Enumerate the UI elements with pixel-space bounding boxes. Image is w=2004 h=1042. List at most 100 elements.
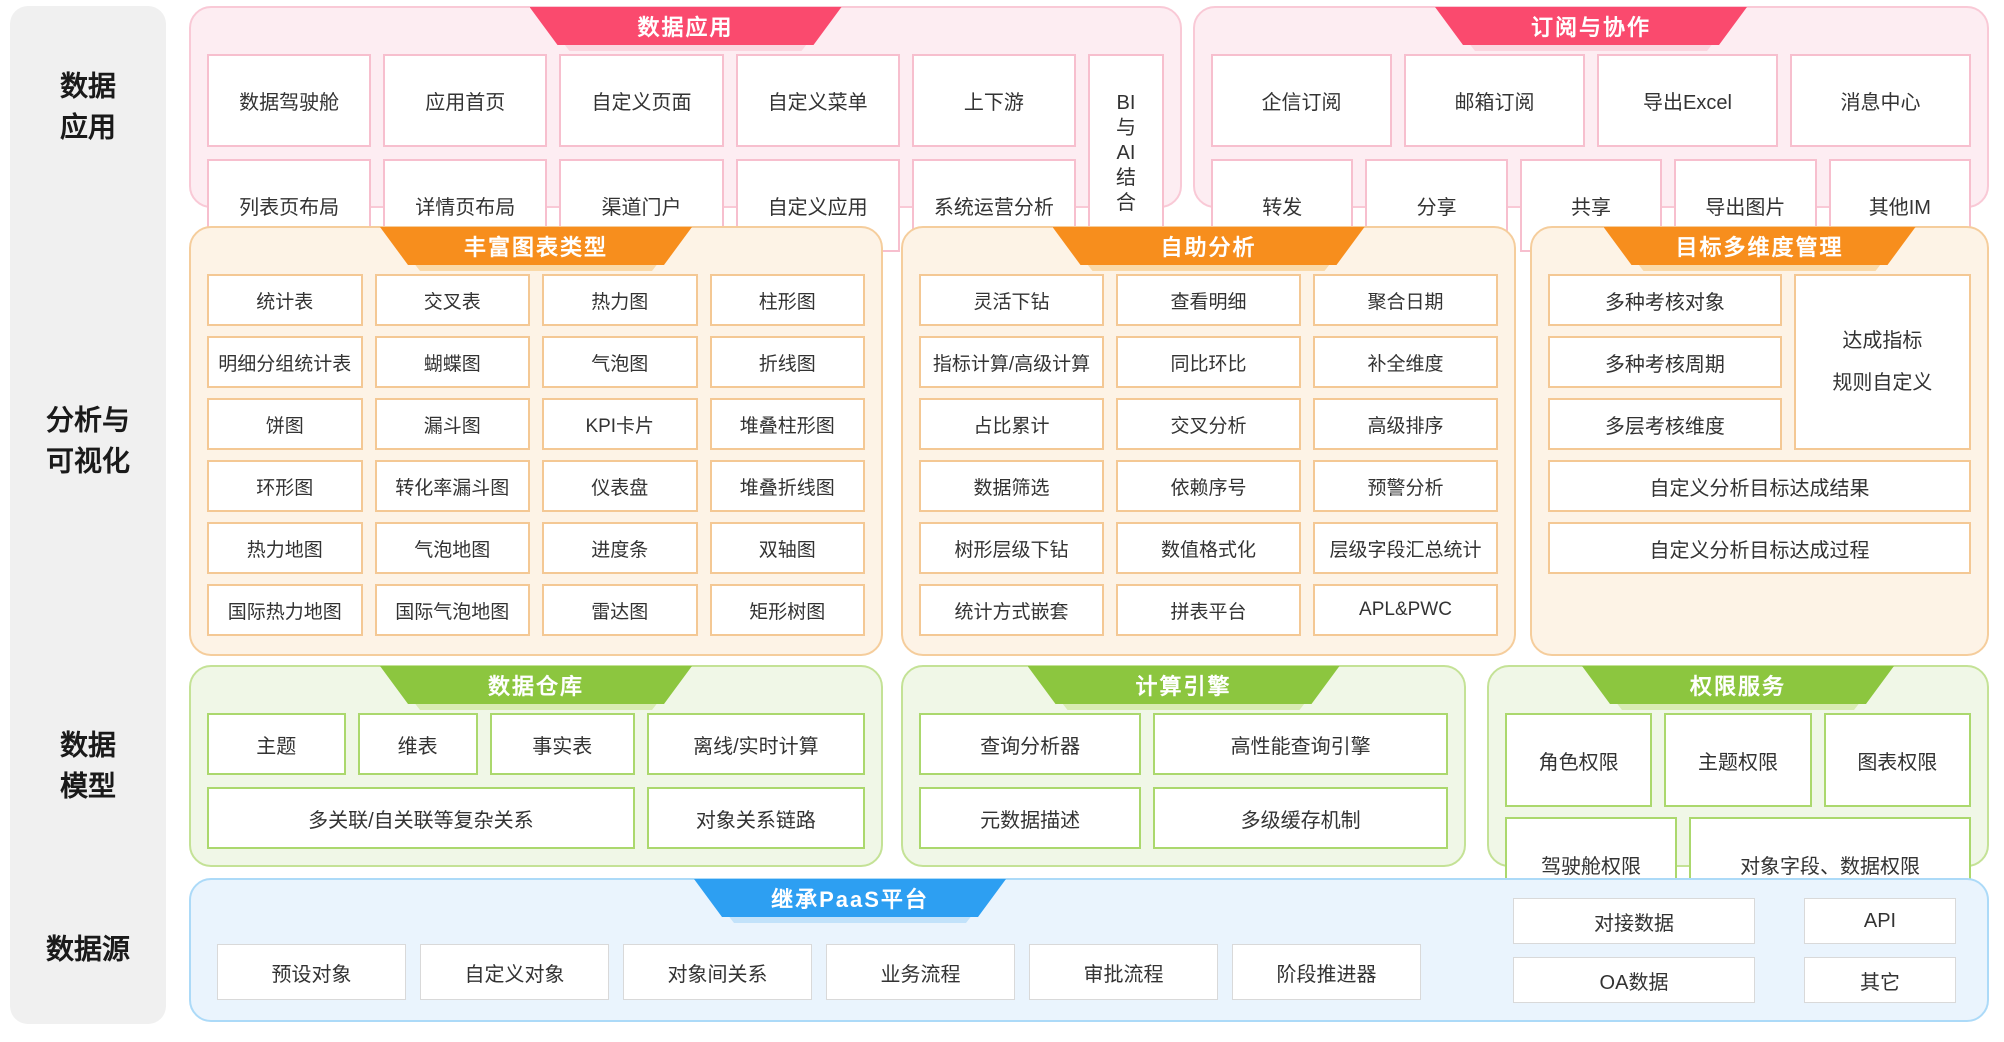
feature-box: 灵活下钻 xyxy=(919,274,1104,326)
feature-box: 热力图 xyxy=(542,274,698,326)
feature-box: 矩形树图 xyxy=(709,584,865,636)
sidebar-label-data-source: 数据源 xyxy=(45,933,130,965)
feature-box: 导出Excel xyxy=(1597,54,1778,147)
feature-box: 统计表 xyxy=(207,274,363,326)
feature-box: 统计方式嵌套 xyxy=(919,584,1104,636)
panel-title: 计算引擎 xyxy=(1028,666,1340,704)
panel-title: 数据应用 xyxy=(530,7,842,45)
panel-banner: 丰富图表类型 xyxy=(380,227,692,265)
feature-box: 自定义菜单 xyxy=(735,54,900,147)
feature-box: 蝴蝶图 xyxy=(374,336,530,388)
feature-box: 堆叠柱形图 xyxy=(709,398,865,450)
feature-box: 占比累计 xyxy=(919,398,1104,450)
panel-title: 订阅与协作 xyxy=(1435,7,1747,45)
feature-box: 饼图 xyxy=(207,398,363,450)
feature-box: 数据驾驶舱 xyxy=(207,54,372,147)
feature-box: 数据筛选 xyxy=(919,460,1104,512)
panel-title: 丰富图表类型 xyxy=(380,227,692,265)
feature-box: 其它 xyxy=(1804,957,1956,1003)
feature-box: 应用首页 xyxy=(383,54,548,147)
feature-box: 对象关系链路 xyxy=(646,787,865,849)
panel-self-service-analysis: 自助分析 灵活下钻查看明细聚合日期指标计算/高级计算同比环比补全维度占比累计交叉… xyxy=(901,226,1516,656)
feature-box: 对接数据 xyxy=(1513,898,1755,944)
panel-data-warehouse: 数据仓库 主题维表事实表离线/实时计算多关联/自关联等复杂关系对象关系链路 xyxy=(189,665,883,867)
feature-box: 高级排序 xyxy=(1313,398,1498,450)
feature-box: APL&PWC xyxy=(1313,584,1498,636)
feature-box: 阶段推进器 xyxy=(1232,944,1421,1000)
feature-box: 交叉表 xyxy=(374,274,530,326)
feature-box: 对象间关系 xyxy=(623,944,812,1000)
feature-box: 聚合日期 xyxy=(1313,274,1498,326)
feature-box: 环形图 xyxy=(207,460,363,512)
feature-box: 消息中心 xyxy=(1790,54,1971,147)
feature-box: 角色权限 xyxy=(1505,713,1653,807)
feature-box: 多种考核对象 xyxy=(1548,274,1782,326)
feature-box: 热力地图 xyxy=(207,522,363,574)
feature-box: 多关联/自关联等复杂关系 xyxy=(207,787,635,849)
feature-box: 雷达图 xyxy=(542,584,698,636)
feature-box: 漏斗图 xyxy=(374,398,530,450)
feature-box-bi-ai: BI 与 AI 结 合 xyxy=(1088,54,1164,252)
feature-box: 主题 xyxy=(207,713,346,775)
feature-box: 自定义分析目标达成结果 xyxy=(1548,460,1971,512)
panel-paas-platform: 继承PaaS平台 预设对象自定义对象对象间关系业务流程审批流程阶段推进器 对接数… xyxy=(189,878,1989,1022)
panel-title: 数据仓库 xyxy=(380,666,692,704)
feature-box: KPI卡片 xyxy=(542,398,698,450)
feature-box: 转化率漏斗图 xyxy=(374,460,530,512)
panel-banner: 数据仓库 xyxy=(380,666,692,704)
panel-banner: 目标多维度管理 xyxy=(1604,227,1916,265)
feature-box: 图表权限 xyxy=(1823,713,1971,807)
feature-box: 拼表平台 xyxy=(1116,584,1301,636)
panel-title: 权限服务 xyxy=(1582,666,1894,704)
feature-box: 事实表 xyxy=(489,713,635,775)
feature-box-goal-rule: 达成指标 规则自定义 xyxy=(1793,274,1971,450)
feature-box: 自定义对象 xyxy=(420,944,609,1000)
feature-box: 自定义页面 xyxy=(559,54,724,147)
feature-box: 多种考核周期 xyxy=(1548,336,1782,388)
feature-box: 补全维度 xyxy=(1313,336,1498,388)
feature-box: 交叉分析 xyxy=(1116,398,1301,450)
feature-box: 堆叠折线图 xyxy=(709,460,865,512)
feature-box: 预警分析 xyxy=(1313,460,1498,512)
panel-banner: 权限服务 xyxy=(1582,666,1894,704)
sidebar-label-analysis-visualization: 分析与 可视化 xyxy=(45,404,130,476)
feature-box: 明细分组统计表 xyxy=(207,336,363,388)
feature-box: 层级字段汇总统计 xyxy=(1313,522,1498,574)
feature-box: 数值格式化 xyxy=(1116,522,1301,574)
feature-box: 依赖序号 xyxy=(1116,460,1301,512)
panel-banner: 计算引擎 xyxy=(1028,666,1340,704)
panel-banner: 数据应用 xyxy=(530,7,842,45)
feature-box: 国际气泡地图 xyxy=(374,584,530,636)
panel-title: 继承PaaS平台 xyxy=(694,879,1006,917)
feature-box: 多级缓存机制 xyxy=(1153,787,1448,849)
feature-box: 维表 xyxy=(357,713,478,775)
sidebar: 数据 应用 分析与 可视化 数据 模型 数据源 xyxy=(10,6,166,1024)
feature-box: 高性能查询引擎 xyxy=(1153,713,1448,775)
panel-compute-engine: 计算引擎 查询分析器高性能查询引擎元数据描述多级缓存机制 xyxy=(901,665,1466,867)
feature-box: 离线/实时计算 xyxy=(646,713,865,775)
feature-box: 指标计算/高级计算 xyxy=(919,336,1104,388)
feature-box: 树形层级下钻 xyxy=(919,522,1104,574)
feature-box: 气泡地图 xyxy=(374,522,530,574)
feature-box: 企信订阅 xyxy=(1211,54,1392,147)
feature-box: 仪表盘 xyxy=(542,460,698,512)
feature-box: 进度条 xyxy=(542,522,698,574)
feature-box: 邮箱订阅 xyxy=(1404,54,1585,147)
feature-box: API xyxy=(1804,898,1956,944)
sidebar-label-data-model: 数据 模型 xyxy=(59,729,116,801)
panel-data-application: 数据应用 数据驾驶舱应用首页自定义页面自定义菜单上下游列表页布局详情页布局渠道门… xyxy=(189,6,1182,252)
sidebar-label-data-application: 数据 应用 xyxy=(59,70,116,142)
feature-box: 多层考核维度 xyxy=(1548,398,1782,450)
panel-banner: 自助分析 xyxy=(1053,227,1365,265)
panel-goal-management: 目标多维度管理 多种考核对象多种考核周期多层考核维度 达成指标 规则自定义 自定… xyxy=(1530,226,1989,656)
panel-chart-types: 丰富图表类型 统计表交叉表热力图柱形图明细分组统计表蝴蝶图气泡图折线图饼图漏斗图… xyxy=(189,226,883,656)
feature-box: 查看明细 xyxy=(1116,274,1301,326)
feature-box: 同比环比 xyxy=(1116,336,1301,388)
panel-title: 自助分析 xyxy=(1053,227,1365,265)
feature-box: 国际热力地图 xyxy=(207,584,363,636)
feature-box: 双轴图 xyxy=(709,522,865,574)
feature-box: OA数据 xyxy=(1513,957,1755,1003)
feature-box: 审批流程 xyxy=(1029,944,1218,1000)
feature-box: 上下游 xyxy=(911,54,1076,147)
